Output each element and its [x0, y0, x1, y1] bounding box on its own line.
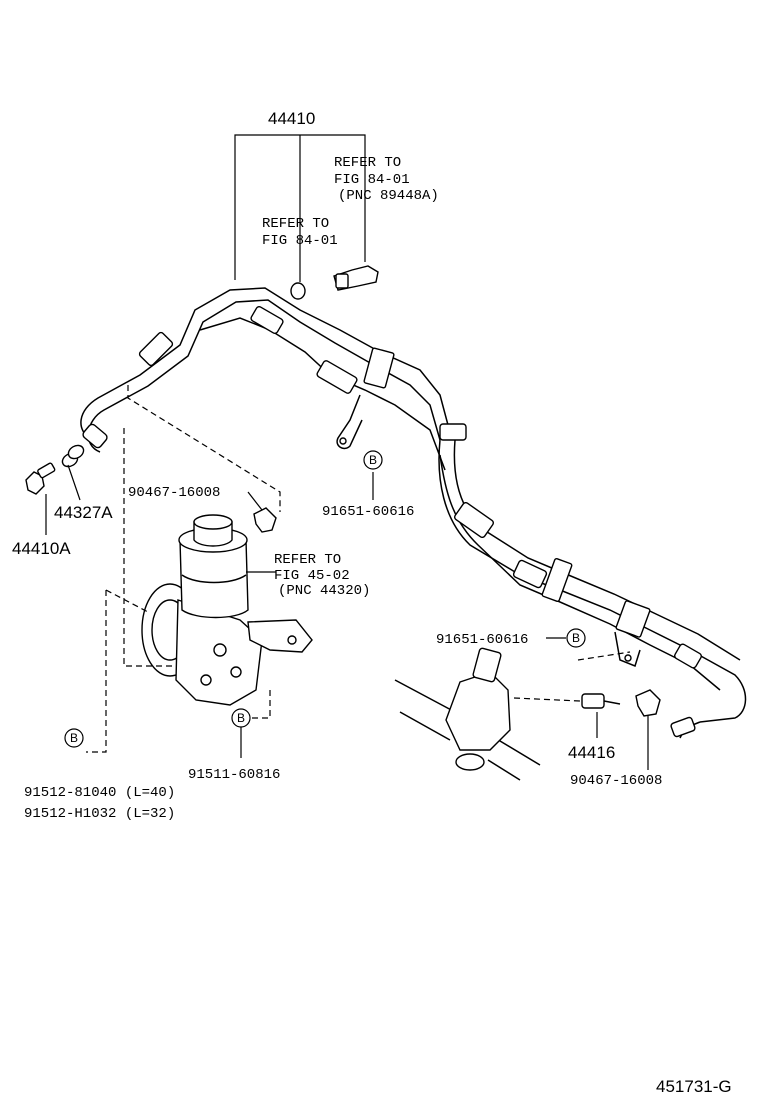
- label-91511: 91511-60816: [188, 767, 280, 783]
- label-91651-top: 91651-60616: [322, 504, 414, 520]
- vane-pump: [141, 514, 313, 706]
- refer1-line2: FIG 84-01: [334, 172, 410, 188]
- label-91512-81040: 91512-81040 (L=40): [24, 785, 175, 801]
- label-44416: 44416: [568, 743, 615, 762]
- b-callout-pump: B: [231, 708, 251, 728]
- refer3-line1: REFER TO: [274, 552, 341, 568]
- label-44327A: 44327A: [54, 503, 113, 522]
- steering-gear: [394, 647, 541, 781]
- clamp-bottom: [635, 689, 661, 717]
- label-91651-right: 91651-60616: [436, 632, 528, 648]
- gasket: [61, 444, 85, 468]
- refer2-line2: FIG 84-01: [262, 233, 338, 249]
- label-44410: 44410: [268, 109, 315, 128]
- dashed-leaders: [86, 385, 631, 753]
- refer2-line1: REFER TO: [262, 216, 329, 232]
- label-44410A: 44410A: [12, 539, 71, 558]
- label-91512-H1032: 91512-H1032 (L=32): [24, 806, 175, 822]
- leader-lines: [45, 134, 649, 770]
- refer1-line3: (PNC 89448A): [338, 188, 439, 204]
- label-90467-bottom: 90467-16008: [570, 773, 662, 789]
- hose-assembly: [80, 287, 747, 739]
- figure-id: 451731-G: [656, 1077, 732, 1096]
- b-callout-right: B: [566, 628, 586, 648]
- refer1-line1: REFER TO: [334, 155, 401, 171]
- b-callout-top-label: B: [369, 453, 377, 467]
- refer3-line3: (PNC 44320): [278, 583, 370, 599]
- pressure-switch: [333, 265, 379, 291]
- b-callout-right-label: B: [572, 631, 580, 645]
- union-44416: [581, 693, 621, 709]
- union-bolt: [25, 462, 56, 495]
- b-callout-pump-label: B: [237, 711, 245, 725]
- o-ring: [290, 282, 306, 300]
- label-90467-top: 90467-16008: [128, 485, 220, 501]
- clamp-top: [253, 507, 277, 533]
- b-callout-top: B: [363, 450, 383, 470]
- b-callout-left-label: B: [70, 731, 78, 745]
- refer3-line2: FIG 45-02: [274, 568, 350, 584]
- b-callout-left: B: [64, 728, 84, 748]
